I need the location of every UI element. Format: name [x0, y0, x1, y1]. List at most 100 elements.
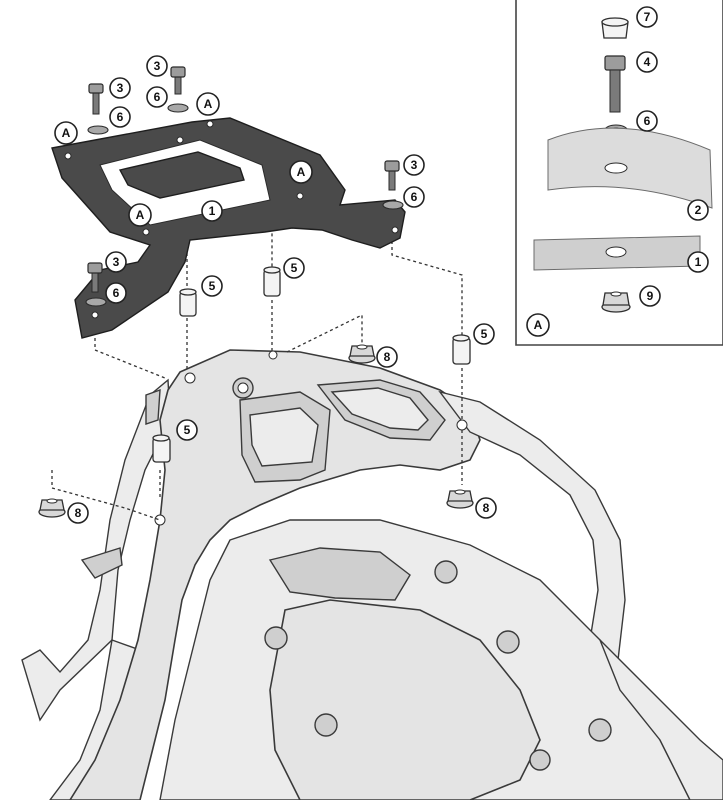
bolt-left-low-head	[87, 262, 103, 274]
callout-3-left-low: 3	[105, 251, 127, 273]
callout-3-right: 3	[403, 154, 425, 176]
frame-rear-tab	[145, 388, 161, 425]
plate-hole-b1	[91, 311, 99, 319]
callout-6-mid-top-text: 6	[154, 90, 161, 104]
callout-6-right: 6	[403, 186, 425, 208]
callout-a-plate-lower: A	[128, 203, 152, 227]
callout-7-detail: 7	[636, 6, 658, 28]
callout-6-mid-top: 6	[146, 86, 168, 108]
frame-boss-2	[434, 560, 458, 584]
frame-right-fender	[599, 639, 723, 800]
callout-7-detail-text: 7	[644, 10, 651, 24]
bolt-right-shank	[388, 169, 396, 191]
callout-2-detail-text: 2	[695, 203, 702, 217]
frame-boss-4	[314, 713, 338, 737]
bolt-left-top-shank	[92, 91, 100, 115]
detail-layer-1-hole	[605, 246, 627, 258]
washer-icon	[382, 200, 404, 210]
callout-8-top-text: 8	[384, 350, 391, 364]
plate-hole-a4	[142, 228, 150, 236]
flange-nut-icon	[38, 498, 66, 518]
leader-nut8-top	[286, 313, 363, 353]
rear-rack-frame	[21, 349, 723, 800]
callout-a-right: A	[289, 160, 313, 184]
nut-top-hole	[356, 344, 368, 350]
leader-right	[391, 235, 463, 335]
leader-nut8-left	[51, 470, 161, 521]
callout-3-left-low-text: 3	[113, 255, 120, 269]
nut-right-hole	[454, 489, 466, 495]
detail-layer-2	[547, 127, 713, 209]
plate-hole-b3	[176, 136, 184, 144]
frame-center-recess	[268, 547, 411, 601]
detail-inset-a	[515, 0, 723, 346]
callout-2-detail: 2	[687, 199, 709, 221]
callout-8-right: 8	[475, 497, 497, 519]
callout-1-plate: 1	[201, 200, 223, 222]
bolt-right-head	[384, 160, 400, 172]
spacer-center-top	[263, 266, 281, 274]
spacer-icon	[263, 266, 281, 297]
detail-bolt-shank	[609, 69, 621, 113]
plate-hole-b2	[391, 226, 399, 234]
plate-hole-a1	[64, 152, 72, 160]
callout-5-frame: 5	[176, 419, 198, 441]
callout-3-mid-top-text: 3	[154, 59, 161, 73]
callout-6-detail: 6	[636, 110, 658, 132]
callout-a-left: A	[54, 121, 78, 145]
callout-a-right-text: A	[297, 165, 306, 179]
plate-hole-a2	[206, 120, 214, 128]
callout-4-detail: 4	[636, 51, 658, 73]
plate-hole-a3	[296, 192, 304, 200]
washer-icon	[167, 103, 189, 113]
callout-6-left-low: 6	[105, 282, 127, 304]
plate-cross-bar	[118, 151, 245, 199]
callout-5-center-text: 5	[291, 261, 298, 275]
flange-nut-icon	[446, 489, 474, 509]
bolt-mid-top-head	[170, 66, 186, 78]
callout-a-left-text: A	[62, 126, 71, 140]
bolt-icon	[85, 262, 107, 307]
spacer-icon	[152, 434, 171, 463]
callout-a-mid-top-text: A	[204, 97, 213, 111]
detail-cap-top	[601, 17, 629, 27]
callout-a-plate-lower-text: A	[136, 208, 145, 222]
bolt-icon	[87, 83, 109, 135]
callout-9-detail-text: 9	[647, 289, 654, 303]
frame-boss-1	[264, 626, 288, 650]
callout-5-center: 5	[283, 257, 305, 279]
bolt-left-low-shank	[91, 271, 99, 293]
callout-8-left-text: 8	[75, 506, 82, 520]
callout-a-detail-text: A	[534, 318, 543, 332]
callout-3-left-top: 3	[109, 77, 131, 99]
frame-boss-5	[588, 718, 612, 742]
callout-a-mid-top: A	[196, 92, 220, 116]
detail-layer-2-hole	[604, 162, 628, 174]
callout-8-left: 8	[67, 502, 89, 524]
frame-boss-3	[496, 630, 520, 654]
nut-left-hole	[46, 498, 58, 504]
callout-5-right-text: 5	[481, 327, 488, 341]
callout-6-right-text: 6	[411, 190, 418, 204]
leader-left-plate-to-frame	[94, 320, 166, 379]
callout-labels: 7 4 6 2 1 9 A 3	[54, 6, 709, 524]
callout-5-left: 5	[201, 275, 223, 297]
callout-3-left-top-text: 3	[117, 81, 124, 95]
callout-6-left-low-text: 6	[113, 286, 120, 300]
spacer-right	[452, 337, 471, 365]
callout-5-right: 5	[473, 323, 495, 345]
frame-hole-front-left	[184, 372, 196, 384]
frame-deck-pocket	[249, 407, 319, 467]
callout-3-right-text: 3	[411, 158, 418, 172]
callout-8-top: 8	[376, 346, 398, 368]
washer-icon	[87, 125, 109, 135]
callout-5-frame-text: 5	[184, 423, 191, 437]
bolt-left-top-head	[88, 83, 104, 94]
frame-hole-rear-right	[456, 419, 468, 431]
spacer-left-top	[179, 288, 197, 296]
spacer-icon	[179, 288, 197, 317]
spacer-frame-top	[152, 434, 170, 442]
callout-6-detail-text: 6	[644, 114, 651, 128]
callout-6-left-top-text: 6	[117, 110, 124, 124]
